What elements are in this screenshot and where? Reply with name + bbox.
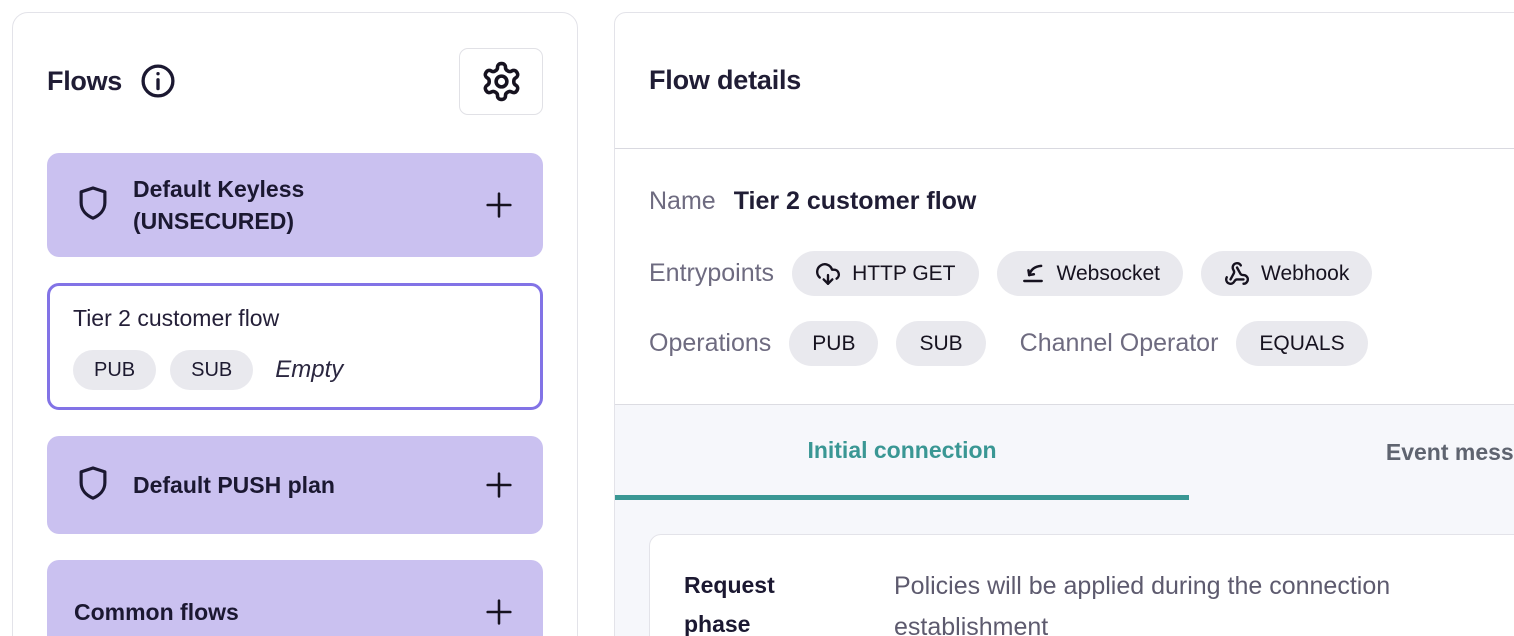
plan-item-default-push[interactable]: Default PUSH plan	[47, 436, 543, 534]
phase-tabs: Initial connection Event messages	[615, 405, 1514, 500]
flow-list: Default Keyless (UNSECURED) Tier 2 custo…	[47, 153, 543, 636]
entrypoint-badge-websocket: Websocket	[996, 251, 1184, 296]
websocket-icon	[1020, 261, 1046, 287]
name-label: Name	[649, 187, 716, 215]
tab-event-messages[interactable]: Event messages	[1385, 439, 1514, 465]
cloud-download-icon	[815, 261, 841, 287]
entrypoint-badge-webhook: Webhook	[1201, 251, 1373, 296]
flows-panel: Flows Default Keyless (UNS	[12, 12, 578, 636]
pub-badge: PUB	[73, 350, 157, 390]
operation-badge-pub: PUB	[789, 321, 879, 366]
channel-operator-label: Channel Operator	[1019, 329, 1219, 357]
flow-details-title: Flow details	[649, 65, 802, 95]
flow-details-meta: Name Tier 2 customer flow Entrypoints HT…	[615, 149, 1514, 404]
operations-row: Operations PUB SUB Channel Operator EQUA…	[649, 321, 1514, 366]
flow-settings-button[interactable]	[459, 47, 543, 115]
add-flow-icon[interactable]	[482, 468, 516, 502]
name-value: Tier 2 customer flow	[733, 187, 977, 215]
operation-badge-sub: SUB	[896, 321, 986, 366]
flow-item-title: Tier 2 customer flow	[73, 305, 280, 331]
tab-initial-connection[interactable]: Initial connection	[615, 405, 1189, 500]
request-phase-title: Request phase	[684, 572, 775, 636]
flow-phases-section: Initial connection Event messages Reques…	[615, 404, 1514, 636]
shield-icon	[74, 184, 112, 226]
webhook-icon	[1224, 261, 1250, 287]
group-item-label: Common flows	[74, 598, 239, 625]
plan-item-default-keyless[interactable]: Default Keyless (UNSECURED)	[47, 153, 543, 257]
entrypoints-label: Entrypoints	[649, 259, 775, 287]
plan-item-label: Default Keyless (UNSECURED)	[133, 175, 305, 234]
entrypoint-badge-http-get: HTTP GET	[792, 251, 979, 296]
request-phase-card: Request phase Policies will be applied d…	[649, 534, 1514, 636]
entrypoint-badge-label: Webhook	[1261, 261, 1350, 285]
add-flow-icon[interactable]	[482, 188, 516, 222]
add-flow-icon[interactable]	[482, 595, 516, 629]
empty-condition-label: Empty	[275, 356, 344, 383]
group-item-common-flows[interactable]: Common flows	[47, 560, 543, 636]
entrypoint-badge-label: HTTP GET	[852, 261, 956, 285]
flows-panel-header: Flows	[47, 47, 543, 115]
entrypoint-badge-label: Websocket	[1056, 261, 1161, 285]
operations-label: Operations	[649, 329, 772, 357]
shield-icon	[74, 464, 112, 506]
request-phase-description: Policies will be applied during the conn…	[894, 572, 1391, 636]
entrypoints-row: Entrypoints HTTP GET	[649, 251, 1514, 296]
flow-details-header: Flow details	[615, 13, 1514, 149]
flows-title: Flows	[47, 65, 123, 96]
plan-item-label: Default PUSH plan	[133, 471, 335, 498]
sub-badge: SUB	[170, 350, 254, 390]
flow-details-panel: Flow details Name Tier 2 customer flow E…	[614, 12, 1514, 636]
channel-operator-badge: EQUALS	[1236, 321, 1368, 366]
flow-item-tier2-selected[interactable]: Tier 2 customer flow PUB SUB Empty	[47, 283, 543, 410]
name-row: Name Tier 2 customer flow	[649, 187, 1514, 216]
gear-icon	[480, 60, 523, 103]
info-icon[interactable]	[139, 62, 177, 100]
